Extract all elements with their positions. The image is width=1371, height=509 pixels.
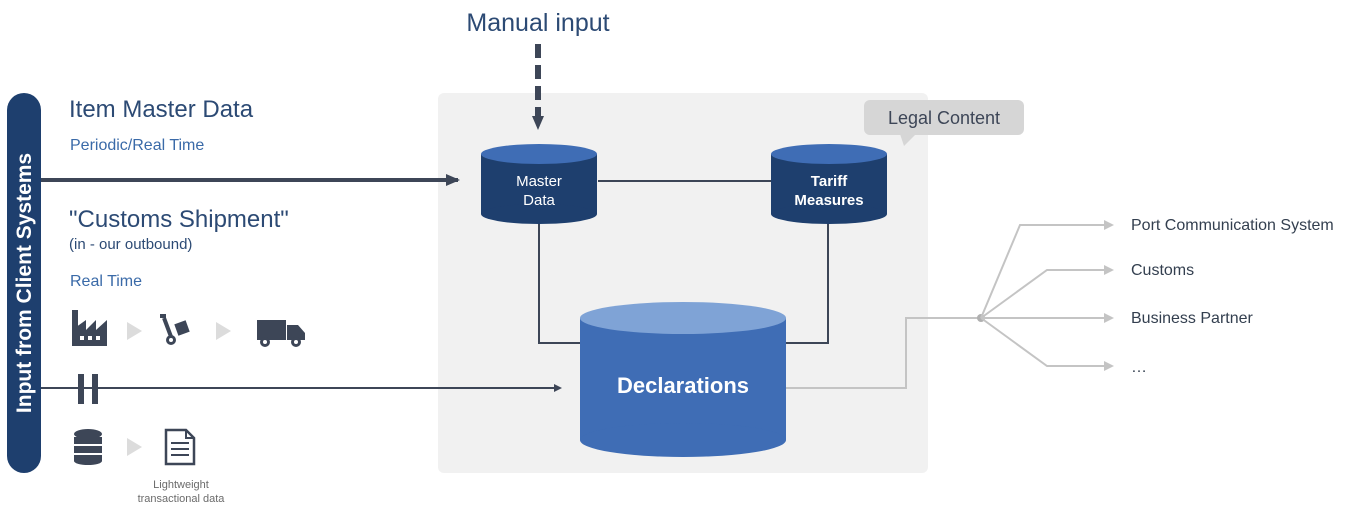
factory-icon	[72, 310, 107, 346]
document-icon	[164, 428, 196, 466]
output-business-partner: Business Partner	[1131, 310, 1254, 327]
legal-content-badge: Legal Content	[864, 100, 1024, 146]
tariff-declarations-connector	[786, 218, 829, 344]
database-icon	[74, 429, 102, 465]
customs-shipment-frequency: Real Time	[70, 273, 142, 290]
master-data-label-line2: Data	[523, 192, 555, 209]
item-master-title: Item Master Data	[69, 96, 254, 123]
client-systems-label: Input from Client Systems	[13, 153, 36, 413]
customs-shipment-subtitle: (in - our outbound)	[69, 236, 192, 253]
master-declarations-connector	[538, 218, 580, 344]
pause-bar-left	[78, 374, 84, 404]
manual-input-label: Manual input	[466, 9, 609, 37]
lightweight-label: Lightweight	[153, 479, 209, 491]
master-data-cylinder[interactable]: Master Data	[481, 144, 597, 224]
output-more: …	[1131, 359, 1147, 376]
tariff-label-line1: Tariff	[811, 173, 848, 190]
branch-more	[980, 317, 1114, 371]
customs-shipment-title: "Customs Shipment"	[69, 206, 289, 233]
master-data-label-line1: Master	[516, 173, 562, 190]
legal-content-label: Legal Content	[888, 108, 1000, 128]
chevron-right-icon	[216, 322, 231, 340]
chevron-right-icon	[127, 438, 142, 456]
branch-port-communication	[980, 220, 1114, 319]
branch-customs	[980, 265, 1114, 319]
client-systems-pill	[7, 93, 41, 473]
output-customs: Customs	[1131, 262, 1194, 279]
declarations-cylinder[interactable]: Declarations	[580, 302, 786, 457]
delivery-truck-icon	[257, 320, 305, 347]
tariff-label-line2: Measures	[794, 192, 863, 209]
tariff-measures-cylinder[interactable]: Tariff Measures	[771, 144, 887, 224]
hand-truck-icon	[160, 314, 190, 345]
chevron-right-icon	[127, 322, 142, 340]
item-master-frequency: Periodic/Real Time	[70, 137, 204, 154]
pause-bar-right	[92, 374, 98, 404]
transactional-data-label: transactional data	[138, 493, 226, 505]
declarations-output-connector	[786, 317, 981, 389]
declarations-label: Declarations	[617, 373, 749, 398]
output-port-communication: Port Communication System	[1131, 217, 1334, 234]
